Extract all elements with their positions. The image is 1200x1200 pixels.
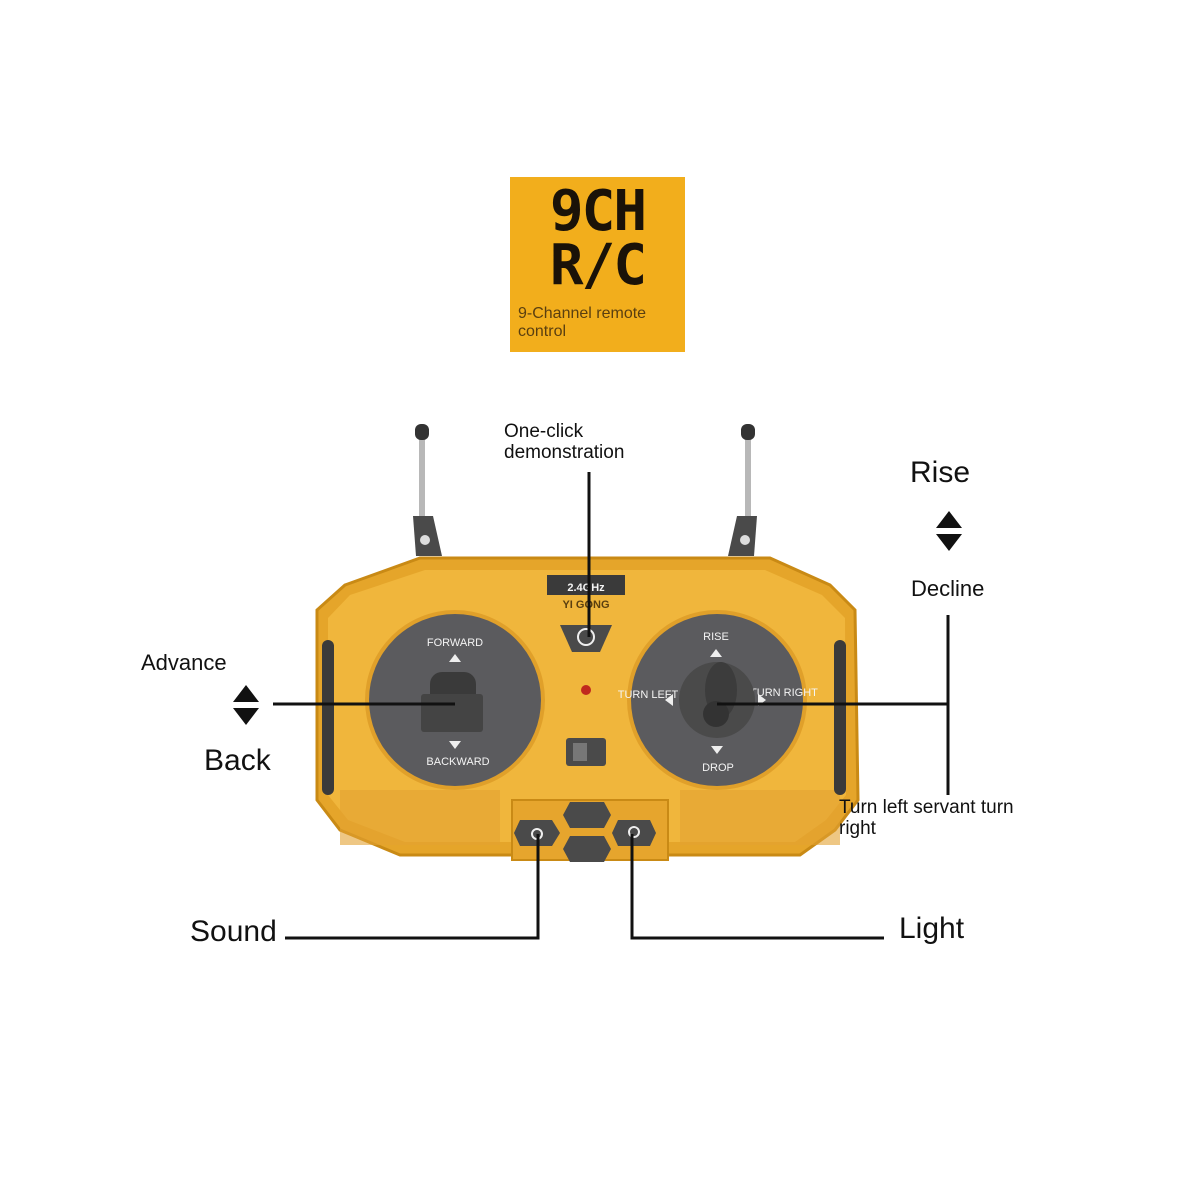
right-antenna (728, 424, 757, 556)
badge-subtitle: 9-Channel remote control (518, 305, 647, 340)
right-stick-right-label: TURN RIGHT (750, 687, 818, 699)
upper-center-button[interactable] (563, 802, 611, 828)
right-stick-top-label: RISE (703, 631, 729, 643)
left-antenna (413, 424, 442, 556)
up-arrow-icon (936, 511, 962, 528)
leader-lines (273, 472, 950, 940)
advance-label: Advance (141, 650, 227, 675)
turn-label: Turn left servant turn right (839, 797, 1014, 839)
badge-title: 9CH R/C (510, 179, 685, 298)
badge-line-1: 9CH (549, 179, 647, 244)
lower-center-button[interactable] (563, 836, 611, 862)
badge-line-2: R/C (549, 233, 647, 298)
left-stick-bottom-label: BACKWARD (426, 756, 489, 768)
demo-label: One-click demonstration (504, 421, 625, 463)
right-stick-bottom-label: DROP (702, 762, 734, 774)
light-button[interactable] (612, 820, 656, 846)
right-stick-left-label: TURN LEFT (618, 689, 679, 701)
light-label: Light (899, 912, 965, 945)
logo-plate: 2.4GHz YI GONG (547, 575, 625, 611)
power-led (581, 685, 591, 695)
decline-label: Decline (911, 576, 985, 601)
brand-label: YI GONG (562, 599, 609, 611)
rise-label: Rise (910, 456, 971, 489)
up-arrow-icon (233, 685, 259, 702)
sound-leader (285, 834, 540, 940)
down-arrow-icon (936, 534, 962, 551)
frequency-label: 2.4GHz (567, 582, 605, 594)
demo-button[interactable] (560, 625, 612, 652)
power-switch[interactable] (566, 738, 606, 766)
left-stick-top-label: FORWARD (427, 637, 483, 649)
light-leader (630, 834, 884, 940)
sound-label: Sound (190, 915, 277, 948)
advance-back-arrows (231, 685, 261, 725)
product-badge: 9CH R/C 9-Channel remote control (510, 177, 685, 352)
back-label: Back (204, 744, 271, 777)
down-arrow-icon (233, 708, 259, 725)
right-joystick[interactable] (679, 662, 755, 738)
rise-decline-arrows (934, 511, 964, 551)
